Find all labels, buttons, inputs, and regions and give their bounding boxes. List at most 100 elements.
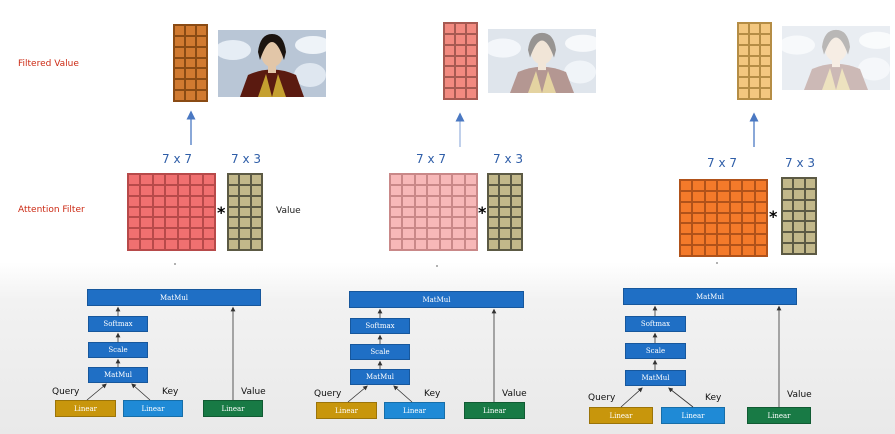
attention-matrix bbox=[127, 173, 216, 251]
matrix-cell bbox=[439, 217, 453, 229]
matrix-cell bbox=[499, 228, 511, 240]
matrix-cell bbox=[228, 217, 240, 229]
matrix-cell bbox=[390, 184, 403, 196]
matrix-cell bbox=[729, 212, 743, 224]
matrix-cell bbox=[228, 206, 240, 218]
matrix-cell bbox=[742, 245, 755, 256]
matrix-cell bbox=[174, 68, 185, 80]
matrix-cell bbox=[749, 66, 760, 78]
matrix-cell bbox=[704, 245, 718, 256]
matrix-cell bbox=[749, 44, 760, 56]
multiply-symbol: * bbox=[769, 207, 778, 226]
value-label: Value bbox=[787, 390, 812, 400]
matrix-cell bbox=[782, 188, 794, 200]
matrix-cell bbox=[729, 223, 743, 235]
matrix-cell bbox=[444, 44, 455, 56]
matrix-cell bbox=[250, 184, 262, 196]
matrix-cell bbox=[439, 195, 453, 207]
matrix-cell bbox=[464, 174, 477, 185]
matrix-cell bbox=[177, 239, 191, 250]
softmax-block: Softmax bbox=[88, 316, 148, 332]
matrix-cell bbox=[185, 46, 196, 58]
matrix-cell bbox=[165, 174, 178, 185]
filtered-value-label: Filtered Value bbox=[18, 59, 79, 69]
value-label: Value bbox=[241, 387, 266, 397]
matrix-cell bbox=[510, 206, 522, 218]
matrix-cell bbox=[140, 174, 153, 185]
matrix-cell bbox=[717, 201, 730, 213]
matrix-cell bbox=[128, 174, 141, 185]
matrix-cell bbox=[793, 232, 805, 244]
matrix-cell bbox=[760, 33, 771, 45]
matrix-cell bbox=[196, 57, 207, 69]
matrix-cell bbox=[749, 33, 760, 45]
matrix-cell bbox=[414, 184, 428, 196]
matrix-cell bbox=[439, 239, 453, 250]
matrix-cell bbox=[196, 90, 207, 101]
matrix-cell bbox=[717, 223, 730, 235]
matrix-cell bbox=[455, 23, 466, 34]
matrix-cell bbox=[177, 217, 191, 229]
matrix-cell bbox=[190, 206, 203, 218]
matrix-cell bbox=[499, 206, 511, 218]
matrix-cell bbox=[455, 44, 466, 56]
matrix-cell bbox=[414, 195, 428, 207]
matrix-cell bbox=[196, 25, 207, 36]
matrix-cell bbox=[250, 174, 262, 185]
matrix-cell bbox=[452, 228, 465, 240]
matrix-cell bbox=[250, 195, 262, 207]
matrix-cell bbox=[427, 206, 440, 218]
matrix-cell bbox=[196, 68, 207, 80]
matrix-cell bbox=[680, 190, 693, 202]
matrix-cell bbox=[464, 228, 477, 240]
matrix-cell bbox=[749, 77, 760, 89]
matrix-cell bbox=[455, 33, 466, 45]
matrix-cell bbox=[190, 195, 203, 207]
character-image-faded bbox=[488, 29, 596, 93]
matrix-cell bbox=[414, 239, 428, 250]
matrix-cell bbox=[165, 217, 178, 229]
matrix-cell bbox=[754, 234, 767, 246]
matrix-cell bbox=[464, 184, 477, 196]
value-dim-label: 7 x 3 bbox=[785, 156, 815, 170]
linear-key-block: Linear bbox=[384, 402, 445, 419]
matrix-cell bbox=[704, 212, 718, 224]
matrix-cell bbox=[185, 90, 196, 101]
value-label: Value bbox=[502, 389, 527, 399]
matrix-cell bbox=[140, 217, 153, 229]
matrix-cell bbox=[804, 210, 816, 222]
attention-matrix bbox=[389, 173, 478, 251]
matrix-cell bbox=[680, 212, 693, 224]
matrix-cell bbox=[250, 206, 262, 218]
matrix-cell bbox=[174, 79, 185, 91]
matrix-cell bbox=[390, 206, 403, 218]
matrix-cell bbox=[692, 180, 705, 191]
matrix-cell bbox=[804, 232, 816, 244]
matrix-cell bbox=[782, 178, 794, 189]
filtered-value-matrix bbox=[737, 22, 772, 100]
matrix-cell bbox=[488, 239, 500, 250]
softmax-block: Softmax bbox=[350, 318, 410, 334]
matrix-cell bbox=[427, 174, 440, 185]
matrix-cell bbox=[793, 178, 805, 189]
matrix-cell bbox=[140, 228, 153, 240]
matrix-cell bbox=[250, 217, 262, 229]
matrix-cell bbox=[510, 174, 522, 185]
linear-value-block: Linear bbox=[747, 407, 811, 424]
matrix-cell bbox=[793, 188, 805, 200]
matrix-cell bbox=[742, 223, 755, 235]
matrix-cell bbox=[488, 184, 500, 196]
attention-dim-label: 7 x 7 bbox=[707, 156, 737, 170]
matrix-cell bbox=[704, 180, 718, 191]
matrix-cell bbox=[202, 217, 215, 229]
matrix-cell bbox=[793, 210, 805, 222]
matrix-cell bbox=[749, 23, 760, 34]
matrix-cell bbox=[177, 206, 191, 218]
matrix-cell bbox=[455, 77, 466, 89]
matrix-cell bbox=[754, 201, 767, 213]
matrix-cell bbox=[692, 201, 705, 213]
matrix-cell bbox=[455, 88, 466, 99]
matrix-cell bbox=[152, 206, 166, 218]
matrix-cell bbox=[190, 184, 203, 196]
